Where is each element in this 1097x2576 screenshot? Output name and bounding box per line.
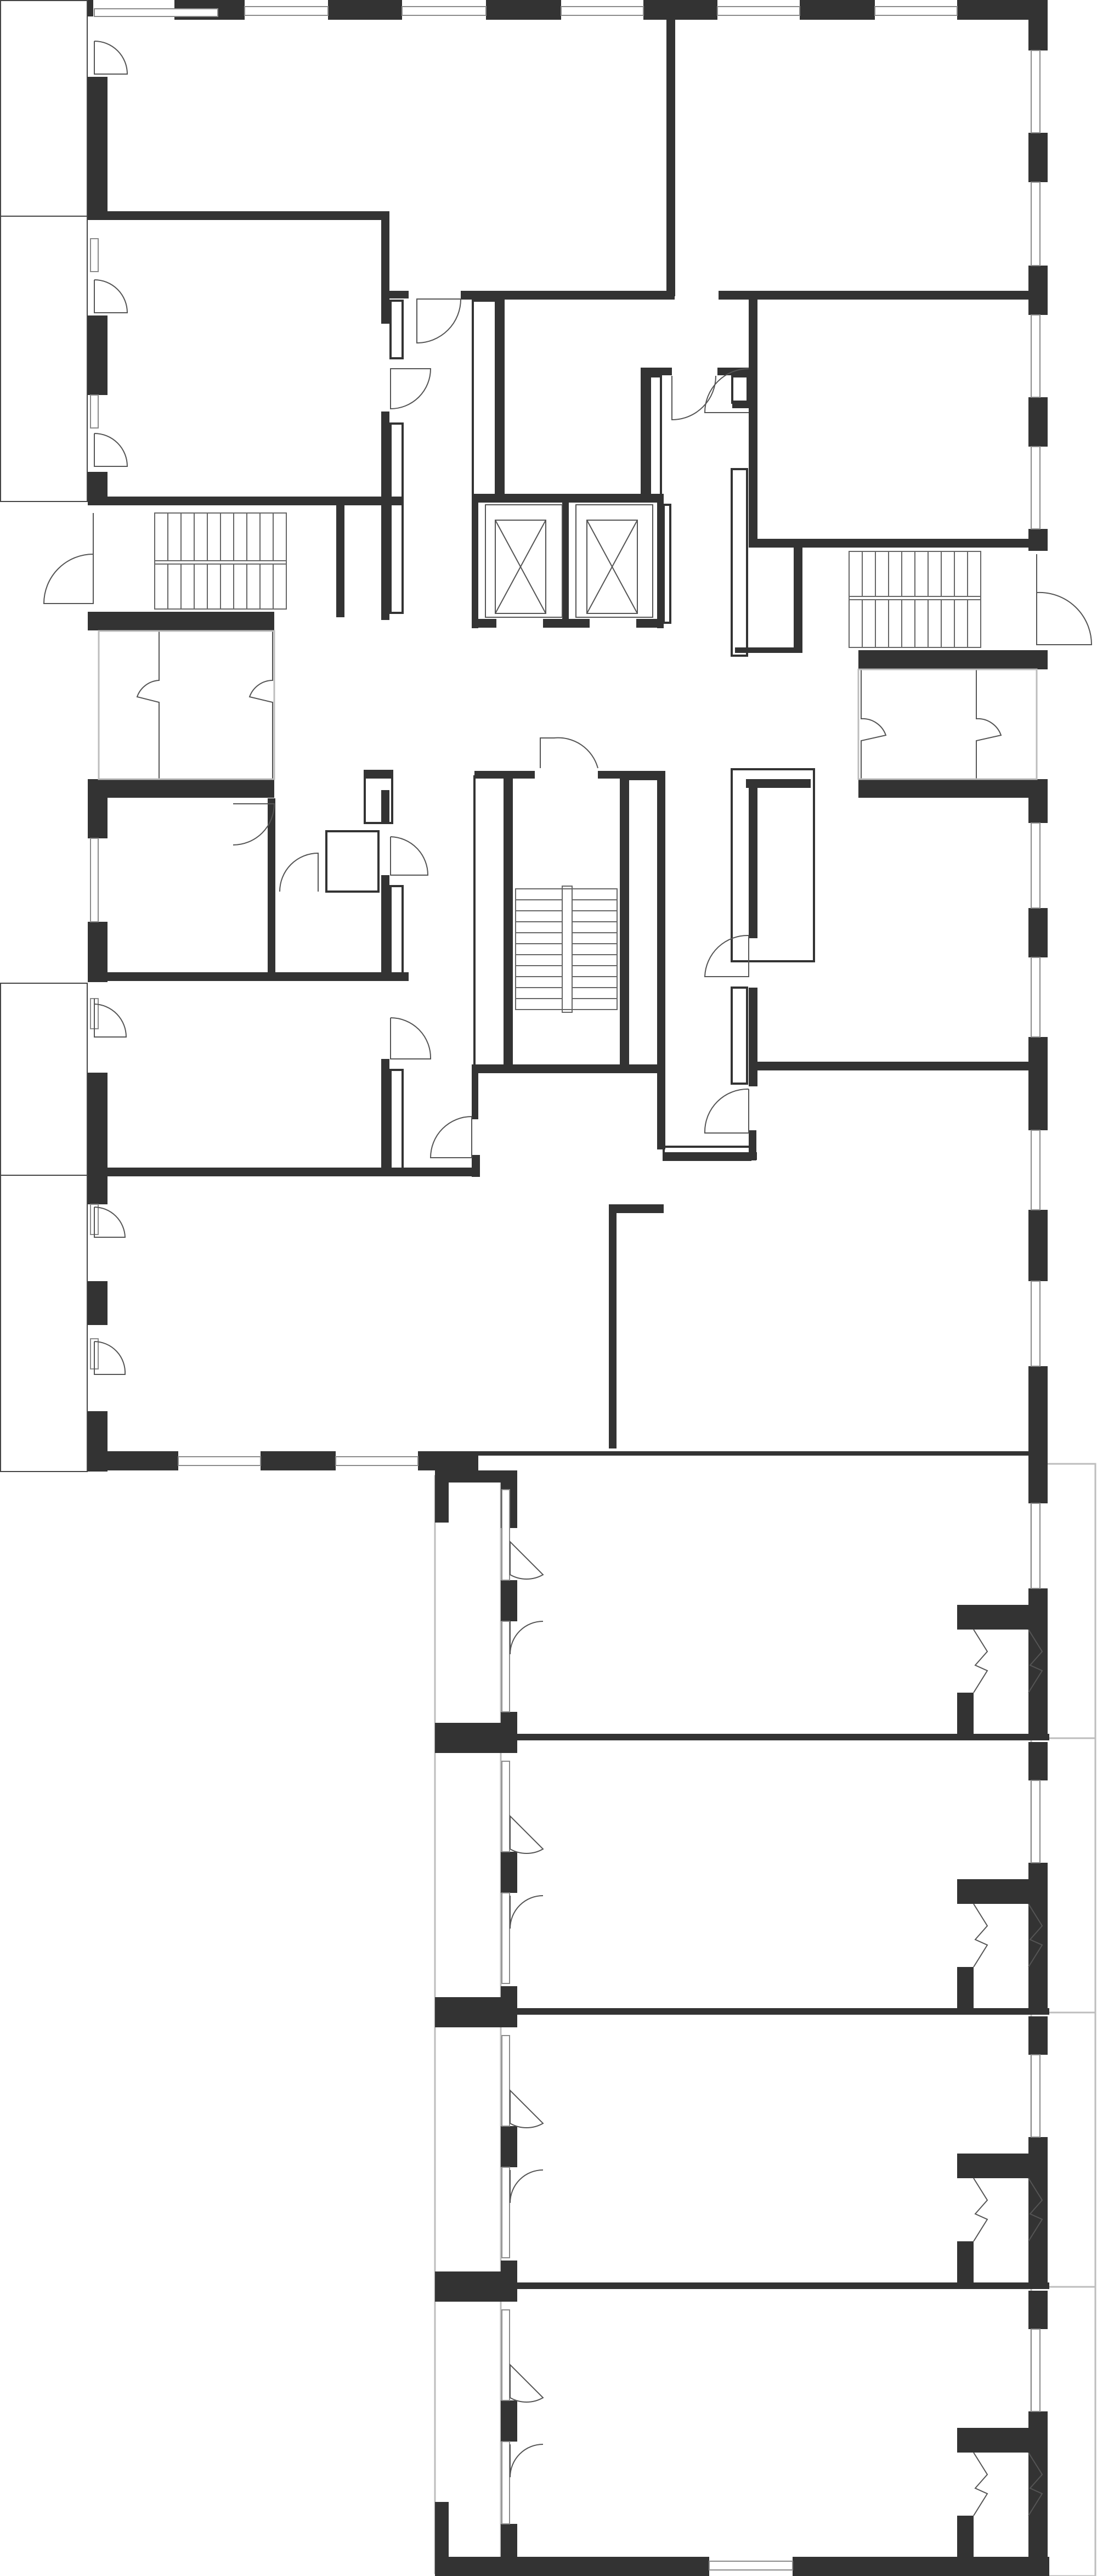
window xyxy=(501,1892,510,1984)
window xyxy=(1031,822,1041,909)
door xyxy=(510,1540,544,1580)
loggia-right xyxy=(857,668,1038,780)
window xyxy=(1031,1281,1041,1367)
door xyxy=(1036,554,1093,645)
window xyxy=(1031,1780,1041,1863)
window xyxy=(874,6,958,16)
door xyxy=(390,1017,432,1059)
door xyxy=(429,1116,472,1158)
window xyxy=(717,6,800,16)
door xyxy=(1028,2452,1043,2516)
window xyxy=(561,6,644,16)
door xyxy=(279,852,319,892)
windows xyxy=(90,6,1041,2571)
window xyxy=(501,2167,510,2258)
balcony-left-middle xyxy=(0,983,88,1176)
elevator-right xyxy=(575,504,653,618)
staircase-left xyxy=(154,512,287,610)
door xyxy=(1028,1629,1043,1693)
door xyxy=(1028,1903,1043,1968)
window xyxy=(501,1621,510,1712)
door xyxy=(94,1341,126,1375)
window xyxy=(709,2561,793,2571)
door xyxy=(94,279,128,313)
interior-walls-upper xyxy=(88,16,1048,657)
staircase-right xyxy=(849,551,981,648)
door xyxy=(973,2178,988,2242)
loggia-left xyxy=(98,630,275,780)
corridor-outlines xyxy=(98,630,1038,780)
window xyxy=(90,838,99,922)
balcony-left-lower xyxy=(0,1175,88,1472)
doors xyxy=(43,41,1093,2516)
window xyxy=(501,2441,510,2524)
door xyxy=(510,2169,544,2203)
window xyxy=(1031,182,1041,266)
door xyxy=(973,2452,988,2516)
middle-walls xyxy=(88,768,1048,1476)
door xyxy=(540,737,598,769)
window xyxy=(501,2309,510,2401)
door xyxy=(510,1895,544,1929)
door xyxy=(510,2363,544,2403)
elevators xyxy=(485,504,671,624)
door xyxy=(861,669,887,779)
door xyxy=(233,803,275,845)
window xyxy=(402,6,487,16)
balconies-right xyxy=(434,1463,1096,2576)
door xyxy=(94,433,128,467)
window xyxy=(501,1761,510,1852)
door xyxy=(704,368,749,413)
window xyxy=(1031,1130,1041,1210)
outer-walls-upper xyxy=(88,0,1048,669)
window xyxy=(178,1456,261,1466)
window xyxy=(1031,50,1041,133)
window xyxy=(501,2035,510,2127)
door xyxy=(510,2089,544,2129)
door xyxy=(976,669,1002,779)
door xyxy=(510,2444,544,2478)
door xyxy=(704,934,749,977)
staircase-center xyxy=(515,886,618,1013)
door xyxy=(94,999,127,1038)
window xyxy=(244,6,329,16)
door xyxy=(704,1088,749,1134)
door xyxy=(510,1814,544,1855)
door xyxy=(973,1629,988,1693)
window xyxy=(1031,2329,1041,2412)
door xyxy=(94,1207,126,1238)
door xyxy=(390,836,429,876)
door xyxy=(94,41,128,75)
window xyxy=(1031,314,1041,398)
door xyxy=(510,1621,544,1655)
window xyxy=(501,1489,510,1581)
balconies-left xyxy=(0,0,88,1472)
door xyxy=(1028,2178,1043,2242)
window xyxy=(1031,1503,1041,1589)
balcony-top-left xyxy=(0,0,88,217)
door xyxy=(248,631,273,779)
window xyxy=(90,394,99,429)
lower-wing xyxy=(435,1462,1049,2576)
window xyxy=(1031,2054,1041,2138)
balcony-left-upper xyxy=(0,216,88,502)
elevator-left xyxy=(485,504,563,618)
door xyxy=(136,631,160,779)
door xyxy=(390,368,432,410)
window xyxy=(1031,446,1041,529)
door xyxy=(973,1903,988,1968)
door xyxy=(43,513,94,604)
door xyxy=(416,298,462,344)
window xyxy=(90,238,99,272)
window xyxy=(335,1456,419,1466)
window xyxy=(94,8,218,17)
window xyxy=(1031,957,1041,1038)
